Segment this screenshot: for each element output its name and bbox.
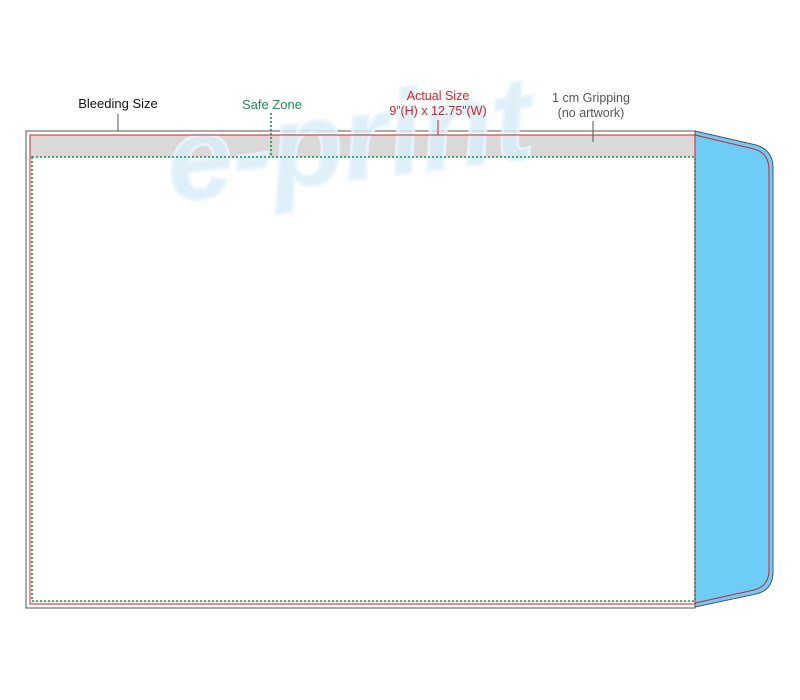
actual-size-outline [29, 134, 696, 605]
flap-cut-line [694, 134, 770, 604]
safe-zone-outline [31, 156, 696, 602]
gripping-strip [30, 135, 695, 157]
bleeding-size-label: Bleeding Size [78, 96, 158, 111]
actual-size-label: Actual Size 9”(H) x 12.75”(W) [368, 89, 508, 119]
envelope-flap [694, 130, 774, 608]
gripping-title: 1 cm Gripping [552, 91, 630, 105]
safe-zone-label: Safe Zone [242, 97, 302, 112]
gripping-note: (no artwork) [557, 106, 625, 120]
actual-size-dimensions: 9”(H) x 12.75”(W) [389, 104, 487, 118]
actual-size-title: Actual Size [406, 89, 470, 103]
bleed-area [25, 130, 696, 609]
gripping-label: 1 cm Gripping (no artwork) [526, 91, 656, 121]
